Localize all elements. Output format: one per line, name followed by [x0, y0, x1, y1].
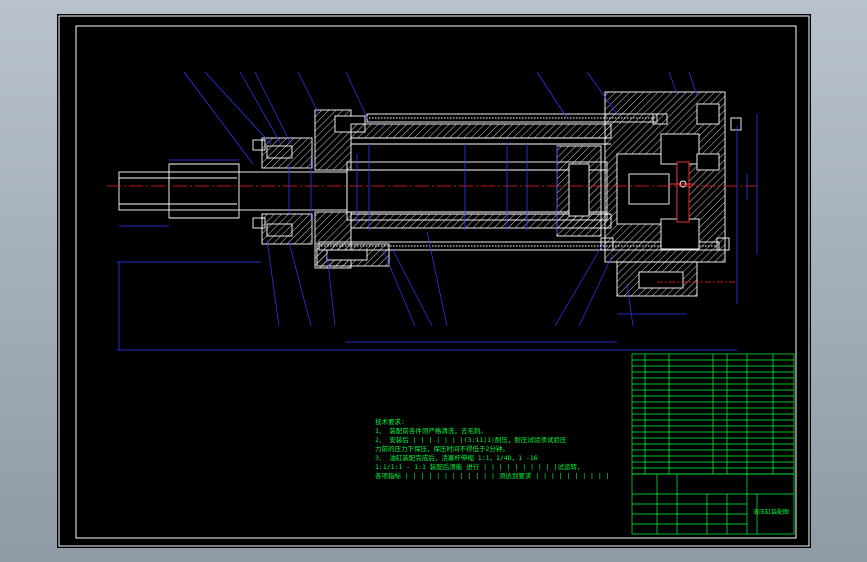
inner-frame [75, 25, 797, 539]
cylinder-barrel [350, 123, 612, 139]
notes-line-4: 3、 油缸装配完成后，活塞杆伸缩 1:1，1/4D，1 -16 [375, 454, 538, 462]
technical-notes: 技术要求: 1、 装配前各件须严格清洗，去毛刺。 2、 安装后 | | | | … [375, 418, 610, 481]
leader-lines [183, 71, 698, 327]
dimension-lines [117, 114, 758, 351]
title-block [631, 473, 795, 535]
notes-line-2: 2、 安装后 | | | | | | |(3:11|1|耐压，耐压试验须试验压 [375, 436, 567, 444]
notes-heading: 技术要求: [375, 418, 405, 426]
notes-line-3: 力前的压力下保压，保压时间不得低于2分钟。 [375, 445, 509, 453]
parts-list-table [631, 353, 795, 475]
drawing-title: 液压缸装配图 [753, 509, 790, 516]
drawing-sheet: 技术要求: 1、 装配前各件须严格清洗，去毛刺。 2、 安装后 | | | | … [57, 14, 811, 548]
notes-line-1: 1、 装配前各件须严格清洗，去毛刺。 [375, 427, 487, 435]
cad-drawing [58, 15, 810, 547]
cylinder-assembly [118, 91, 742, 297]
front-gland [261, 137, 313, 169]
outer-frame [58, 15, 810, 547]
notes-line-5: 1:1/1:1 - 1:1 装配后须能 进行 | | | | | | | | |… [375, 463, 584, 471]
notes-line-6: 各项指标 | | | | | | | | | | | | 须达到要求 | | |… [375, 472, 610, 480]
